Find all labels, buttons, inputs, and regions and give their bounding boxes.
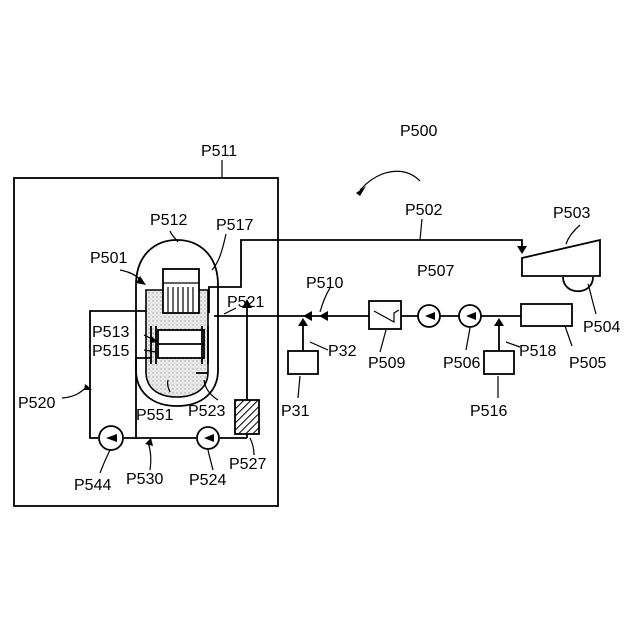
leader-p500 xyxy=(360,171,420,190)
steam-line-arrow xyxy=(517,246,527,254)
injection-tank-p31 xyxy=(288,351,318,374)
label-p32: P32 xyxy=(328,343,357,360)
label-p544: P544 xyxy=(74,477,111,494)
feed-valve xyxy=(369,301,401,329)
label-p516: P516 xyxy=(470,403,507,420)
filter-p527 xyxy=(235,400,259,434)
label-p524: P524 xyxy=(189,472,226,489)
label-p517: P517 xyxy=(216,217,253,234)
injection-tank-p516 xyxy=(484,351,514,374)
label-p31: P31 xyxy=(281,403,310,420)
label-p506: P506 xyxy=(443,355,480,372)
label-p511: P511 xyxy=(201,143,237,160)
label-p509: P509 xyxy=(368,355,405,372)
label-p521: P521 xyxy=(227,294,264,311)
label-p523: P523 xyxy=(188,403,225,420)
label-p503: P503 xyxy=(553,205,590,222)
label-p513: P513 xyxy=(92,324,129,341)
label-p500: P500 xyxy=(400,123,437,140)
label-p512: P512 xyxy=(150,212,187,229)
label-p507: P507 xyxy=(417,263,454,280)
label-p501: P501 xyxy=(90,250,127,267)
label-p527: P527 xyxy=(229,456,266,473)
label-p510: P510 xyxy=(306,275,343,292)
feed-heater xyxy=(521,304,572,326)
label-p505: P505 xyxy=(569,355,606,372)
label-p518: P518 xyxy=(519,343,556,360)
label-p504: P504 xyxy=(583,319,620,336)
label-p520: P520 xyxy=(18,395,55,412)
turbine xyxy=(522,240,600,276)
label-p515: P515 xyxy=(92,343,129,360)
label-p502: P502 xyxy=(405,202,442,219)
label-p551: P551 xyxy=(136,407,173,424)
label-p530: P530 xyxy=(126,471,163,488)
